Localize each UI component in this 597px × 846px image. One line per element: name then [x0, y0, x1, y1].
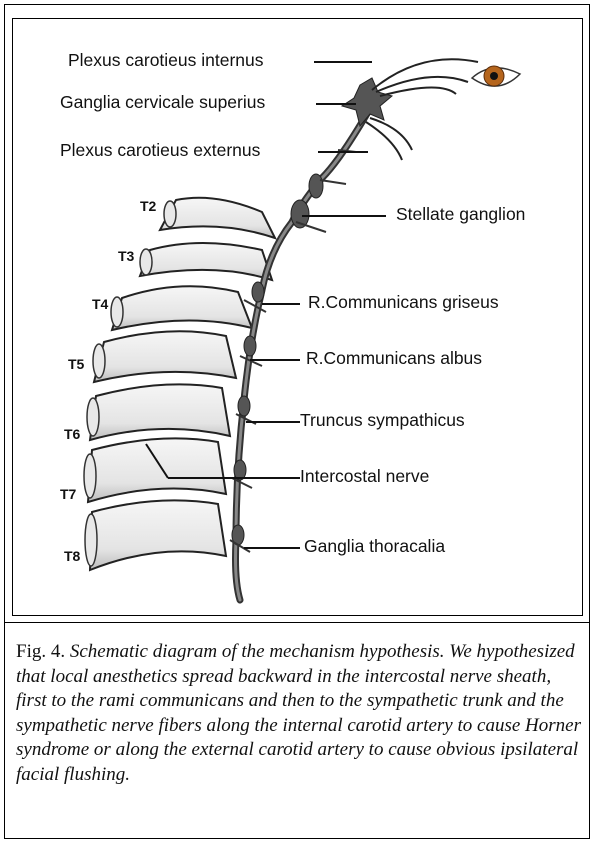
rib-t7 — [88, 438, 226, 502]
vertebra-label: T6 — [64, 426, 80, 442]
vertebra-label: T8 — [64, 548, 80, 564]
vertebra-label: T5 — [68, 356, 84, 372]
label-plexus-internus: Plexus carotieus internus — [68, 50, 264, 71]
vertebra-label: T4 — [92, 296, 108, 312]
eye-icon — [472, 66, 520, 86]
caption-text: Schematic diagram of the mechanism hypot… — [16, 641, 581, 785]
caption-fig-label: Fig. 4. — [16, 641, 65, 662]
label-plexus-externus: Plexus carotieus externus — [60, 140, 260, 161]
label-truncus-sympathicus: Truncus sympathicus — [300, 410, 465, 431]
label-r-communicans-albus: R.Communicans albus — [306, 348, 482, 369]
carotid-plexus — [366, 59, 478, 160]
label-r-communicans-griseus: R.Communicans griseus — [308, 292, 499, 313]
rib-t6 — [90, 384, 230, 440]
label-intercostal-nerve: Intercostal nerve — [300, 466, 429, 487]
rib-t5 — [94, 331, 236, 382]
figure-caption: Fig. 4. Schematic diagram of the mechani… — [16, 640, 584, 787]
vertebra-label: T7 — [60, 486, 76, 502]
rib-t4 — [112, 286, 252, 330]
rib-t3 — [140, 243, 272, 280]
label-ganglia-cervicale: Ganglia cervicale superius — [60, 92, 265, 113]
rib-t8 — [90, 500, 226, 570]
vertebra-label: T2 — [140, 198, 156, 214]
vertebra-label: T3 — [118, 248, 134, 264]
label-stellate-ganglion: Stellate ganglion — [396, 204, 525, 225]
label-ganglia-thoracalia: Ganglia thoracalia — [304, 536, 445, 557]
rib-t2 — [160, 198, 275, 238]
